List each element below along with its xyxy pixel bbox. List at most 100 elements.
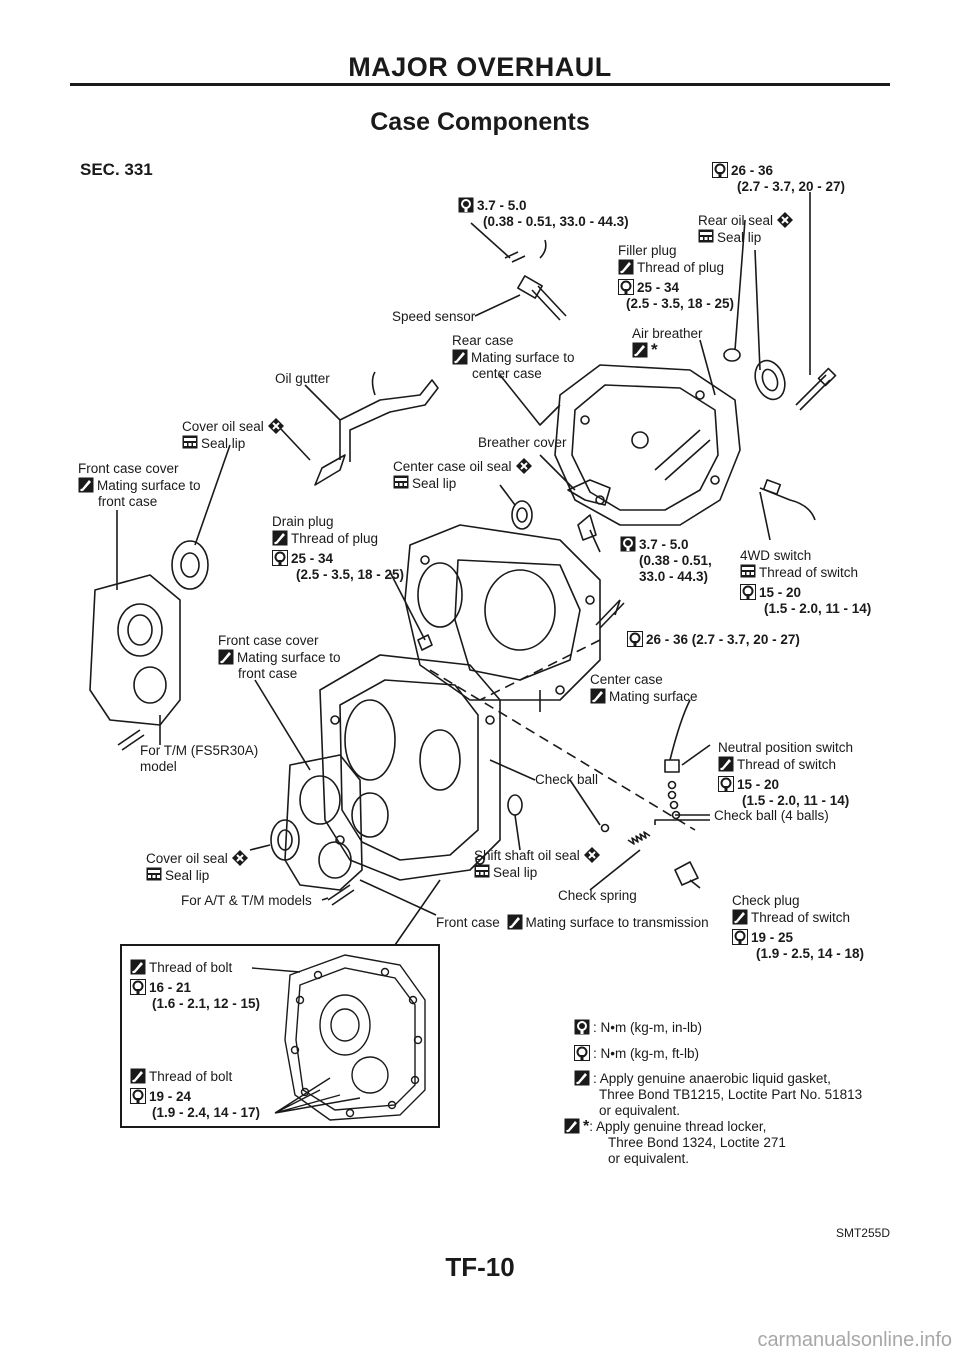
instruction: Seal lip	[201, 436, 246, 451]
inset-upper-label: Thread of bolt 16 - 21 (1.6 - 2.1, 12 - …	[130, 959, 260, 1012]
instruction: Thread of bolt	[149, 1069, 233, 1084]
part-name: Rear case	[452, 333, 514, 348]
legend-text: : Apply genuine anaerobic liquid gasket,	[593, 1071, 831, 1086]
drain-plug-label: Drain plug Thread of plug 25 - 34 (2.5 -…	[272, 514, 404, 583]
check-plug-label: Check plug Thread of switch 19 - 25 (1.9…	[732, 893, 864, 962]
check-ball-4-label: Check ball (4 balls)	[714, 808, 829, 823]
instruction-cont: center case	[472, 366, 542, 381]
torque-value-alt: (1.5 - 2.0, 11 - 14)	[764, 601, 872, 616]
part-name: Filler plug	[618, 243, 677, 258]
liquid-gasket-icon	[590, 688, 606, 704]
instruction: Thread of plug	[637, 260, 725, 275]
torque-value: 3.7 - 5.0	[477, 198, 527, 213]
torque-wrench-ftlb-icon	[718, 776, 734, 792]
instruction-cont: front case	[238, 666, 298, 681]
rear-case-label: Rear case Mating surface to center case	[452, 333, 575, 382]
legend-text: : N•m (kg-m, ft-lb)	[593, 1046, 699, 1061]
speed-sensor-label: Speed sensor	[392, 309, 476, 324]
torque-value: 15 - 20	[759, 585, 802, 600]
part-name: Air breather	[632, 326, 703, 341]
part-name: Center case oil seal	[393, 459, 512, 474]
torque-value-alt: (1.9 - 2.5, 14 - 18)	[756, 946, 865, 961]
torque-center-bolt: 26 - 36 (2.7 - 3.7, 20 - 27)	[627, 631, 800, 648]
front-case-cover-mid	[284, 754, 363, 891]
model-note: For T/M (FS5R30A)	[140, 743, 259, 758]
instruction: Thread of switch	[759, 565, 859, 580]
front-case-drawing	[319, 654, 501, 881]
shift-shaft-oil-seal-label: Shift shaft oil seal Seal lip	[474, 847, 603, 881]
center-case-label: Center case Mating surface	[590, 672, 698, 705]
part-name: Shift shaft oil seal	[474, 848, 580, 863]
figure-code: SMT255D	[835, 1226, 890, 1240]
torque-top-right: 26 - 36 (2.7 - 3.7, 20 - 27)	[712, 162, 845, 195]
liquid-gasket-icon	[574, 1070, 590, 1086]
filler-plug-label: Filler plug Thread of plug 25 - 34 (2.5 …	[618, 243, 734, 312]
instruction: Mating surface to	[471, 350, 575, 365]
torque-value: 25 - 34	[637, 280, 680, 295]
torque-wrench-ftlb-icon	[272, 550, 288, 566]
torque-value-alt: (0.38 - 0.51, 33.0 - 44.3)	[483, 214, 629, 229]
torque-value: 15 - 20	[737, 777, 780, 792]
cover-oil-seal-bottom-label: Cover oil seal Seal lip	[146, 850, 251, 884]
legend-gasket: : Apply genuine anaerobic liquid gasket,…	[574, 1070, 862, 1119]
part-name: Rear oil seal	[698, 213, 774, 228]
legend-text-cont: Three Bond 1324, Loctite 271	[608, 1135, 786, 1150]
liquid-gasket-icon	[618, 259, 634, 275]
front-case-label: Front case Mating surface to transmissio…	[436, 914, 709, 931]
torque-value-alt: (1.6 - 2.1, 12 - 15)	[152, 996, 261, 1011]
oil-gutter-label: Oil gutter	[275, 371, 330, 386]
torque-value: 19 - 25	[751, 930, 794, 945]
part-name: Front case cover	[78, 461, 179, 476]
thread-locker-star: *	[583, 1118, 590, 1135]
torque-value-alt: (1.5 - 2.0, 11 - 14)	[742, 793, 850, 808]
inset-lower-label: Thread of bolt 19 - 24 (1.9 - 2.4, 14 - …	[130, 1068, 260, 1121]
torque-value: 26 - 36 (2.7 - 3.7, 20 - 27)	[646, 632, 800, 647]
torque-wrench-ftlb-icon	[130, 979, 146, 995]
replace-x-icon	[584, 847, 600, 863]
torque-speed-sensor: 3.7 - 5.0 (0.38 - 0.51, 33.0 - 44.3)	[458, 197, 629, 230]
instruction: Thread of bolt	[149, 960, 233, 975]
part-name: Check plug	[732, 893, 800, 908]
liquid-gasket-icon	[130, 1068, 146, 1084]
four-wd-switch-label: 4WD switch Thread of switch 15 - 20 (1.5…	[740, 548, 871, 617]
liquid-gasket-icon	[718, 756, 734, 772]
header-rule	[70, 83, 890, 86]
torque-wrench-ftlb-icon	[732, 929, 748, 945]
check-ball-label: Check ball	[535, 772, 599, 787]
instruction: Seal lip	[412, 476, 457, 491]
part-name: Front case	[436, 915, 500, 930]
liquid-gasket-icon	[78, 477, 94, 493]
part-name: Center case	[590, 672, 663, 687]
torque-value-alt: (1.9 - 2.4, 14 - 17)	[152, 1105, 261, 1120]
part-name: Cover oil seal	[146, 851, 228, 866]
legend-text-cont: or equivalent.	[599, 1103, 681, 1118]
liquid-gasket-icon	[507, 914, 523, 930]
grease-icon	[182, 435, 198, 451]
legend-text: : N•m (kg-m, in-lb)	[593, 1020, 702, 1035]
grease-icon	[393, 475, 409, 491]
legend-text: : Apply genuine thread locker,	[589, 1119, 767, 1134]
instruction: Thread of switch	[737, 757, 837, 772]
instruction: Mating surface	[609, 689, 698, 704]
page-number: TF-10	[445, 1252, 515, 1282]
instruction: Mating surface to	[237, 650, 341, 665]
section-number: SEC. 331	[80, 160, 153, 179]
legend-text-cont: Three Bond TB1215, Loctite Part No. 5181…	[599, 1087, 863, 1102]
header-title: MAJOR OVERHAUL	[348, 52, 612, 82]
torque-value: 19 - 24	[149, 1089, 192, 1104]
model-note-cont: model	[140, 759, 177, 774]
grease-icon	[146, 867, 162, 883]
part-name: Drain plug	[272, 514, 334, 529]
rear-case-drawing	[554, 364, 741, 526]
replace-x-icon	[777, 212, 793, 228]
liquid-gasket-icon	[732, 909, 748, 925]
torque-breather: 3.7 - 5.0 (0.38 - 0.51, 33.0 - 44.3)	[620, 536, 712, 585]
instruction-cont: front case	[98, 494, 158, 509]
instruction: Mating surface to transmission	[525, 915, 709, 930]
torque-wrench-ftlb-icon	[130, 1088, 146, 1104]
front-case-cover-top-label: Front case cover Mating surface to front…	[78, 461, 201, 510]
oil-gutter-drawing	[314, 371, 439, 486]
torque-wrench-inlb-icon	[620, 536, 636, 552]
speed-sensor-drawing	[504, 239, 567, 321]
